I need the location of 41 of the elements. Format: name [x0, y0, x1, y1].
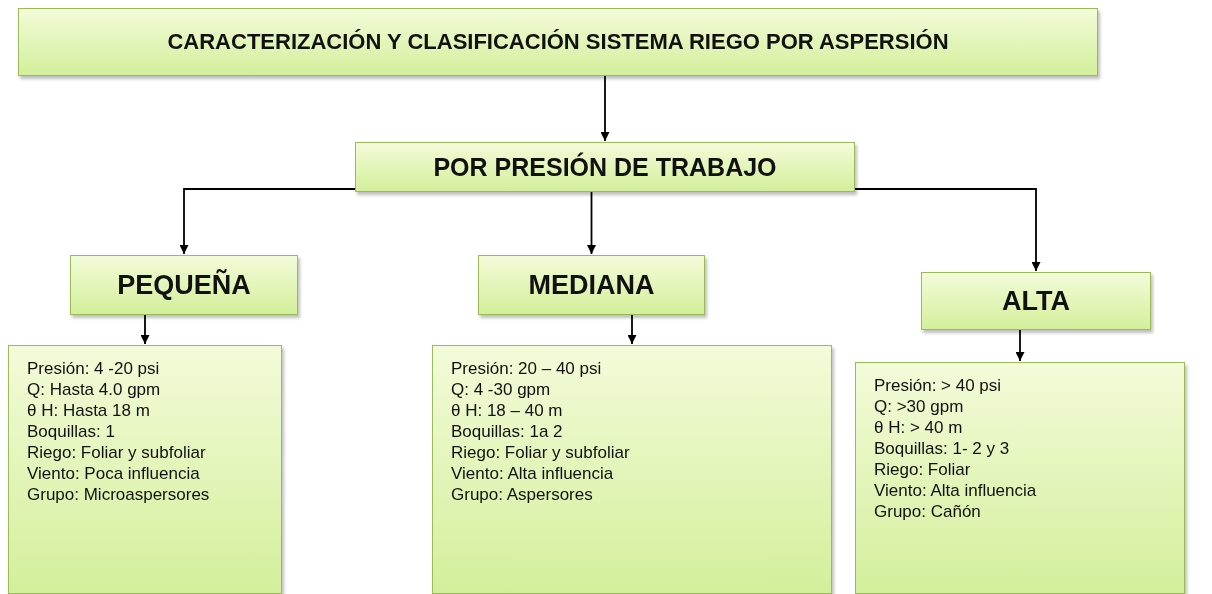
spec-text: Presión: 4 -20 psi [27, 358, 161, 379]
heading-box [921, 272, 1151, 330]
spec-text: Presión: > 40 psi [874, 375, 1003, 396]
info-box [855, 362, 1185, 594]
spec-text: Viento: Alta influencia [874, 480, 1038, 501]
arrow [600, 75, 610, 142]
spec-text: Q: 4 -30 gpm [451, 379, 552, 400]
arrow [627, 314, 637, 345]
arrow [854, 188, 1041, 272]
spec-text: Presión: 20 – 40 psi [451, 358, 603, 379]
spec-text: θ H: Hasta 18 m [27, 400, 151, 421]
spec-text: Grupo: Microaspersores [27, 484, 211, 505]
info-box [8, 345, 282, 594]
spec-text: Viento: Poca influencia [27, 463, 201, 484]
spec-text: Riego: Foliar y subfoliar [451, 442, 631, 463]
spec-text: Riego: Foliar [874, 459, 972, 480]
heading-box [355, 142, 855, 192]
heading-box [18, 8, 1098, 76]
spec-text: Boquillas: 1 [27, 421, 116, 442]
spec-text: Grupo: Cañón [874, 501, 982, 522]
heading-box [70, 255, 298, 315]
info-box [432, 345, 832, 594]
spec-text: Boquillas: 1a 2 [451, 421, 564, 442]
arrow [587, 191, 596, 255]
spec-text: Q: >30 gpm [874, 396, 965, 417]
spec-text: Boquillas: 1- 2 y 3 [874, 438, 1011, 459]
spec-text: Riego: Foliar y subfoliar [27, 442, 207, 463]
spec-text: θ H: 18 – 40 m [451, 400, 564, 421]
heading-text: MEDIANA [528, 269, 655, 301]
heading-text: CARACTERIZACIÓN Y CLASIFICACIÓN SISTEMA RIEGO POR ASPERSIÓN [167, 29, 949, 55]
heading-text: PEQUEÑA [117, 269, 251, 301]
arrow [179, 188, 356, 255]
heading-text: POR PRESIÓN DE TRABAJO [433, 152, 777, 182]
spec-text: θ H: > 40 m [874, 417, 964, 438]
spec-text: Q: Hasta 4.0 gpm [27, 379, 162, 400]
heading-box [478, 255, 705, 315]
spec-text: Grupo: Aspersores [451, 484, 594, 505]
arrow [1015, 329, 1025, 362]
spec-text: Viento: Alta influencia [451, 463, 615, 484]
arrow [140, 314, 150, 345]
heading-text: ALTA [1002, 285, 1070, 317]
